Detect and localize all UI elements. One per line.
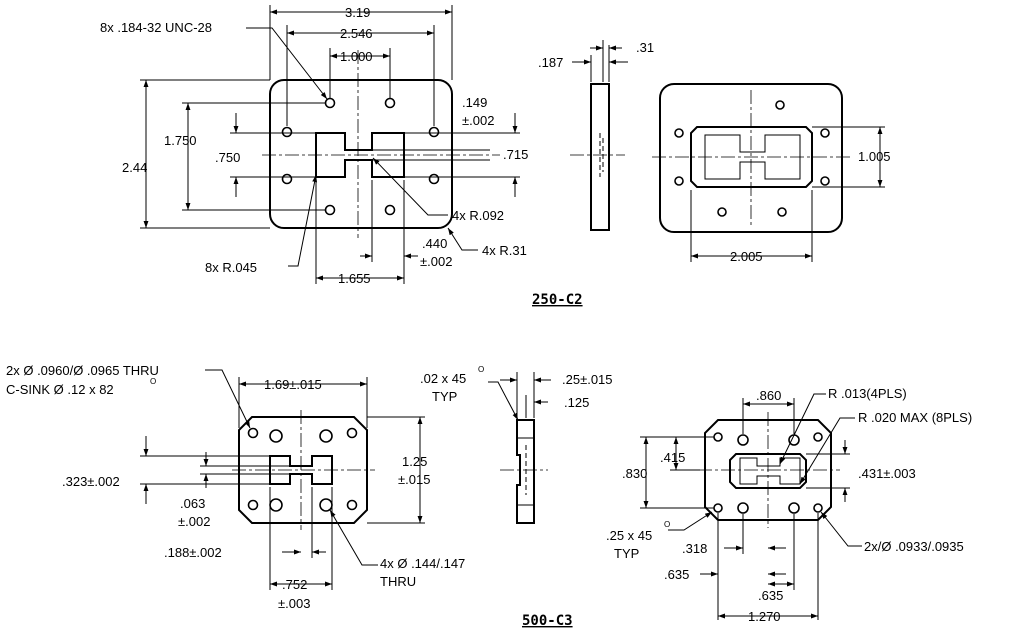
thread-hole [428,126,440,138]
title-250c2: 250-C2 [532,292,583,308]
dim-318: .318 [682,541,707,556]
dim-2-005: 2.005 [730,249,763,264]
dim-25: .25±.015 [562,372,613,387]
dim-752-tol: ±.003 [278,596,310,611]
dim-3-19: 3.19 [345,5,370,20]
r045-callout: 8x R.045 [205,260,257,275]
back-hole [777,207,787,217]
dim-440-tol: ±.002 [420,254,452,269]
dim-750: .750 [215,150,240,165]
dim-635-right: .635 [758,588,783,603]
thread-hole [428,173,440,185]
dim-635-left: .635 [664,567,689,582]
title-500c3: 500-C3 [522,613,573,629]
view-250c2-back: 1.005 2.005 [652,83,891,264]
r020-callout: R .020 MAX (8PLS) [858,410,972,425]
dim-1-69: 1.69±.015 [264,377,322,392]
side-profile-500 [516,419,535,524]
plate-outline [269,79,453,229]
hole4-thru: THRU [380,574,416,589]
back-hole-500 [813,432,823,442]
dim-323: .323±.002 [62,474,120,489]
thread-callout: 8x .184-32 UNC-28 [100,20,212,35]
thread-hole [281,173,293,185]
dim-2-44: 2.44 [122,160,147,175]
hole4-callout: 4x Ø .144/.147 [380,556,465,571]
hole [319,429,333,443]
view-500c3-side: .02 x 45 O TYP .25±.015 .125 [420,365,613,524]
deg-mark-2: O [478,365,484,374]
chamfer-label: .02 x 45 [420,371,466,386]
pocket-500 [729,453,807,489]
dim-1-005: 1.005 [858,149,891,164]
dim-31: .31 [636,40,654,55]
dim-125: .125 [564,395,589,410]
dim-440: .440 [422,236,447,251]
dim-415: .415 [660,450,685,465]
thru-callout: 2x Ø .0960/Ø .0965 THRU [6,363,159,378]
hole [247,499,259,511]
chamfer-back: .25 x 45 [606,528,652,543]
dim-752: .752 [282,577,307,592]
back-hole-500 [713,503,723,513]
view-250c2-front: 3.19 2.546 1.000 8x .184-32 UNC-28 2.44 … [100,5,528,286]
csink-callout: C-SINK Ø .12 x 82 [6,382,114,397]
dim-149-tol: ±.002 [462,113,494,128]
back-hole-500 [813,503,823,513]
view-250c2-side: .187 .31 [538,40,654,231]
thread-hole [324,204,336,216]
deg-mark: O [150,377,156,386]
r092-callout: 4x R.092 [452,208,504,223]
dim-1-750: 1.750 [164,133,197,148]
hole [247,427,259,439]
dim-1-25-tol: ±.015 [398,472,430,487]
back-hole-500 [713,432,723,442]
hole [346,499,358,511]
thread-hole [384,97,396,109]
dim-188: .188±.002 [164,545,222,560]
back-hole-500 [788,502,800,514]
dim-1-270: 1.270 [748,609,781,624]
hole [319,498,333,512]
back-hole-500 [737,502,749,514]
view-500c3-front: 2x Ø .0960/Ø .0965 THRU C-SINK Ø .12 x 8… [6,363,465,611]
deg-mark-3: O [664,520,670,529]
thread-hole [281,126,293,138]
back-hole [674,176,684,186]
dim-063: .063 [180,496,205,511]
back-hole [674,128,684,138]
dim-1-655: 1.655 [338,271,371,286]
r31-callout: 4x R.31 [482,243,527,258]
hole [269,429,283,443]
plate-outline-500 [238,416,368,524]
back-hole [775,100,785,110]
typ-back: TYP [614,546,639,561]
back-hole [820,176,830,186]
dim-715: .715 [503,147,528,162]
dim-063-tol: ±.002 [178,514,210,529]
back-plate-outline [659,83,843,233]
dim-431: .431±.003 [858,466,916,481]
r013-callout: R .013(4PLS) [828,386,907,401]
dim-860: .860 [756,388,781,403]
hole [346,427,358,439]
pocket-outline [690,126,813,188]
typ-label: TYP [432,389,457,404]
dim-2-546: 2.546 [340,26,373,41]
dim-830: .830 [622,466,647,481]
dim-1-000: 1.000 [340,49,373,64]
dim-149: .149 [462,95,487,110]
back-hole [820,128,830,138]
back-hole-500 [737,434,749,446]
hole2-callout: 2x/Ø .0933/.0935 [864,539,964,554]
back-hole [717,207,727,217]
hole [269,498,283,512]
thread-hole [384,204,396,216]
thread-hole [324,97,336,109]
side-profile [590,83,610,231]
dim-187: .187 [538,55,563,70]
view-500c3-back: .860 R .013(4PLS) R .020 MAX (8PLS) .830… [606,386,972,624]
dim-1-25: 1.25 [402,454,427,469]
